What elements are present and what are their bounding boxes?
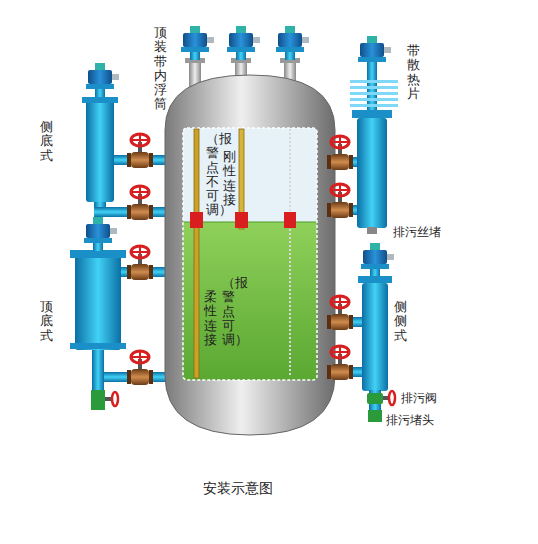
part-label: 带散热片 [407,44,420,101]
side-side-gauge-part [389,391,395,405]
heat-sink-gauge-part [327,184,353,218]
float-rods-part [190,212,203,228]
side-side-gauge-part [358,276,392,283]
side-side-gauge-part [327,346,353,380]
heat-sink-gauge-part [350,92,398,95]
heat-sink-gauge [327,36,398,234]
top-nozzles-part [227,26,260,60]
vessel-part [183,222,317,380]
part-label: 排污阀 [401,391,437,405]
part-label: （报警点不可调） [206,132,219,218]
vessel-part [183,222,317,223]
vessel [165,75,335,435]
top-bottom-gauge [70,217,153,410]
part-label: 侧侧式 [394,300,407,343]
top-bottom-gauge-part [91,390,105,410]
part-label: 顶底式 [40,300,53,343]
part-label: 排污堵头 [386,413,434,427]
heat-sink-gauge-part [350,80,398,83]
caption: 安装示意图 [203,480,273,497]
heat-sink-gauge-part [352,110,392,118]
top-bottom-gauge-part [70,250,126,258]
side-side-gauge-part [368,410,382,422]
heat-sink-gauge-part [327,136,353,170]
side-side-gauge-part [327,296,353,330]
top-bottom-gauge-part [105,397,111,401]
float-rods-part [284,212,296,228]
heat-sink-gauge-part [357,118,387,228]
top-bottom-gauge-part [92,348,104,392]
part-label: 排污丝堵 [393,225,441,239]
part-label: 刚性连接 [223,150,236,207]
top-nozzles-part [181,26,214,60]
vessel-part [183,128,317,380]
float-rods-part [235,212,248,228]
top-nozzles-part [276,26,309,60]
top-bottom-gauge-part [127,351,153,385]
side-side-gauge-part [362,283,388,391]
side-bottom-gauge-part [127,186,153,220]
heat-sink-gauge-part [358,36,391,70]
part-label: （报警点可调） [222,276,235,347]
float-rods-part [194,129,199,378]
vessel-part [183,128,317,380]
top-bottom-gauge-part [75,252,121,350]
part-label: 顶装带内浮筒 [154,26,167,112]
side-bottom-gauge-part [86,97,114,202]
heat-sink-gauge-part [350,86,398,89]
float-rods [190,129,296,378]
top-bottom-gauge-part [127,246,153,280]
float-rods-part [289,129,291,376]
top-bottom-gauge-part [70,343,126,349]
part-label: 侧底式 [40,120,53,163]
side-bottom-gauge-part [127,134,153,168]
side-side-gauge-part [367,393,383,404]
side-side-gauge-part [361,243,394,277]
heat-sink-gauge-part [367,227,377,234]
heat-sink-gauge-part [350,104,398,107]
side-bottom-gauge [82,63,153,220]
side-bottom-gauge-part [86,63,119,97]
part-label: 柔性连接 [204,290,217,347]
top-bottom-gauge-part [112,392,118,406]
heat-sink-gauge-part [350,98,398,101]
side-bottom-gauge-part [82,97,118,103]
side-side-gauge [327,243,395,422]
vessel-part [165,75,335,435]
top-bottom-gauge-part [84,217,117,251]
